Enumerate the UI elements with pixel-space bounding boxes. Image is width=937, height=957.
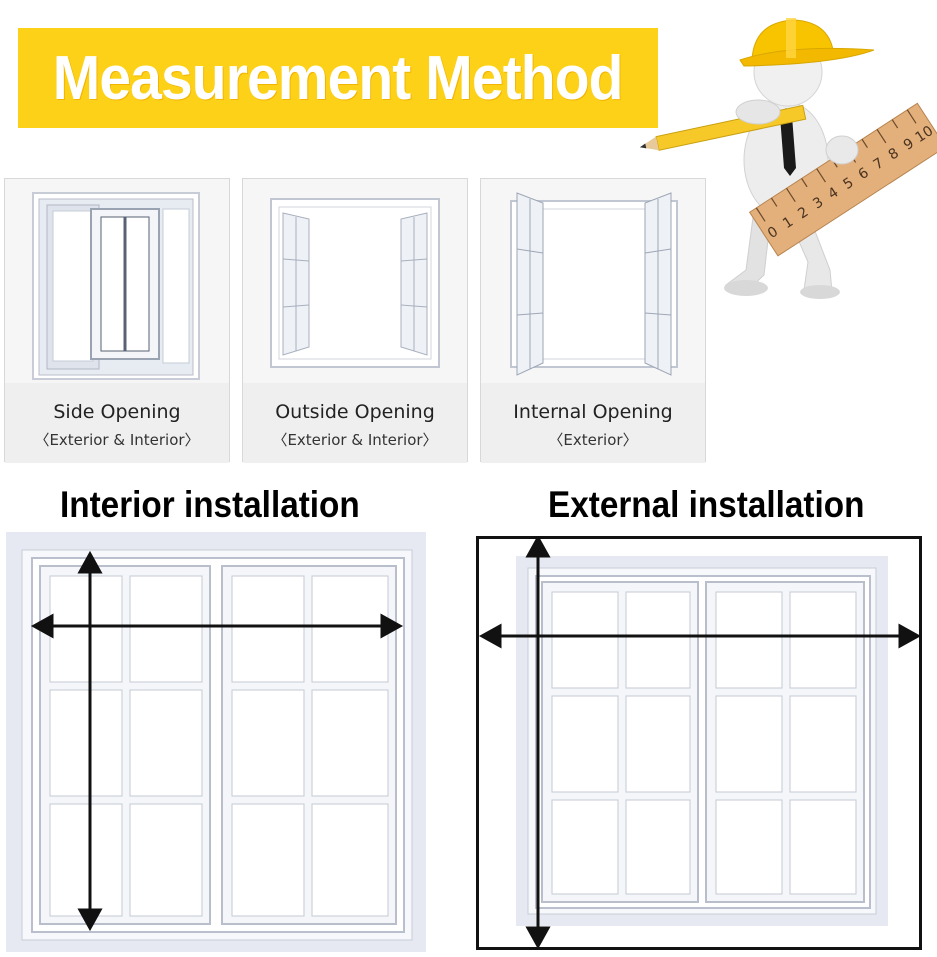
external-installation-heading: External installation: [548, 484, 865, 525]
outside-opening-window-icon: [270, 198, 440, 368]
interior-installation-diagram: [6, 532, 426, 952]
mascot-illustration: 0 1 2 3 4 5 6 7 8 9 10: [636, 0, 937, 300]
card-caption: Outside Opening 〈Exterior & Interior〉: [243, 383, 467, 463]
interior-installation-heading: Interior installation: [60, 484, 360, 525]
title-banner: Measurement Method: [18, 28, 658, 128]
card-title: Internal Opening: [513, 401, 673, 423]
external-installation-diagram: [476, 536, 922, 950]
side-opening-window-icon: [32, 192, 200, 380]
card-title: Outside Opening: [275, 401, 435, 423]
card-subtitle: 〈Exterior & Interior〉: [272, 431, 438, 449]
card-outside-opening: Outside Opening 〈Exterior & Interior〉: [242, 178, 468, 463]
card-side-opening: Side Opening 〈Exterior & Interior〉: [4, 178, 230, 463]
card-caption: Side Opening 〈Exterior & Interior〉: [5, 383, 229, 463]
card-subtitle: 〈Exterior〉: [548, 431, 638, 449]
card-caption: Internal Opening 〈Exterior〉: [481, 383, 705, 463]
card-internal-opening: Internal Opening 〈Exterior〉: [480, 178, 706, 463]
banner-title: Measurement Method: [53, 43, 624, 113]
card-title: Side Opening: [53, 401, 181, 423]
card-subtitle: 〈Exterior & Interior〉: [34, 431, 200, 449]
internal-opening-window-icon: [510, 192, 678, 376]
